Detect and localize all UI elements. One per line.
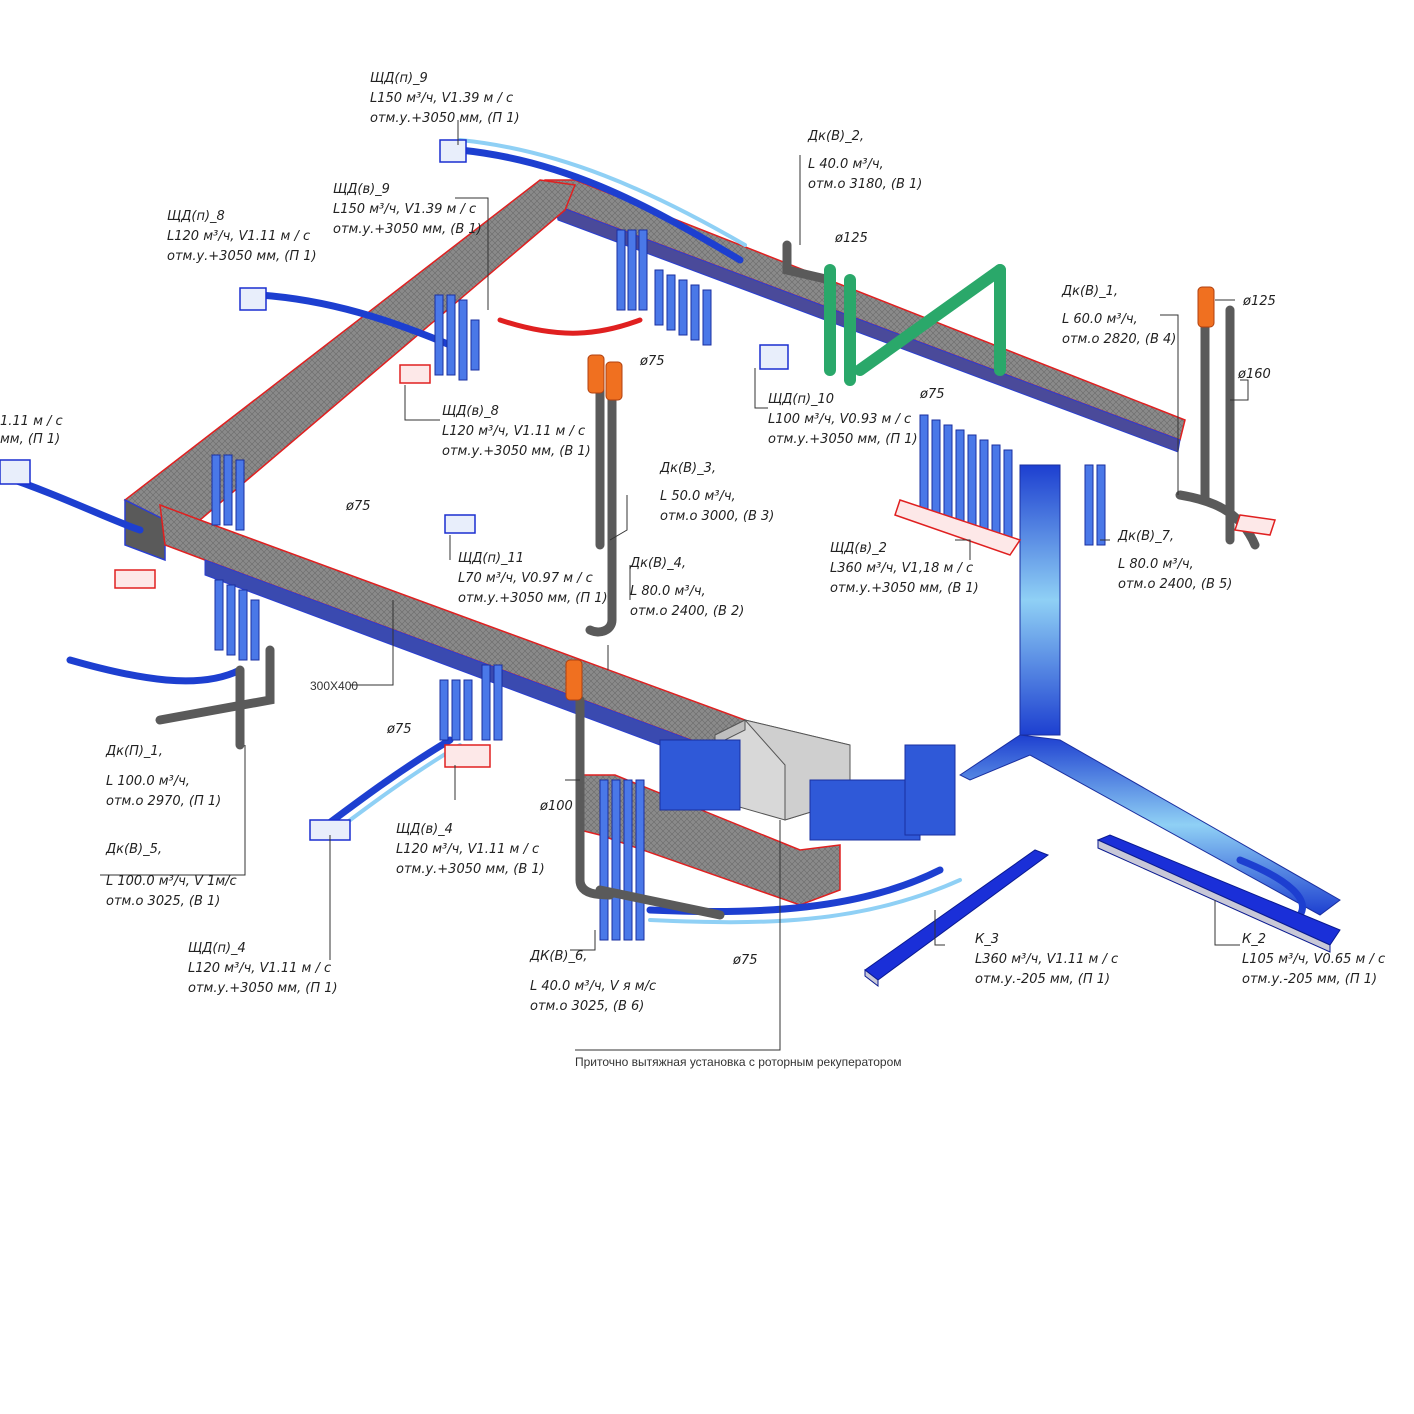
drop-clusters xyxy=(211,229,1106,941)
label-dk-v-1: Дк(В)_1,L 60.0 м³/ч,отм.о 2820, (В 4) xyxy=(1061,284,1176,347)
riser-right xyxy=(959,464,1341,916)
exhaust-fans xyxy=(565,286,1215,701)
label-dk-v-7: Дк(В)_7,L 80.0 м³/ч,отм.о 2400, (В 5) xyxy=(1117,529,1232,592)
dim-duct-size: 300X400 xyxy=(310,679,358,693)
air-handling-unit xyxy=(659,719,956,841)
label-dk-v-3: Дк(В)_3,L 50.0 м³/ч,отм.о 3000, (В 3) xyxy=(659,461,774,524)
dim-d125-a: ø125 xyxy=(834,231,868,246)
dim-d75-a: ø75 xyxy=(639,354,665,369)
duct-segment-top-right xyxy=(539,179,1186,441)
label-dk-v-4: Дк(В)_4,L 80.0 м³/ч,отм.о 2400, (В 2) xyxy=(629,556,744,619)
main-duct-network xyxy=(123,179,1186,906)
dim-d125-b: ø125 xyxy=(1242,294,1276,309)
dim-d160: ø160 xyxy=(1237,367,1271,382)
dim-d100: ø100 xyxy=(539,799,573,814)
exhaust-round-ducts xyxy=(155,240,1260,920)
duct-segment-left-side xyxy=(124,498,166,562)
floor-grilles xyxy=(864,834,1341,988)
unit-caption: Приточно вытяжная установка с роторным р… xyxy=(575,1055,902,1069)
diffusers xyxy=(0,139,1276,841)
dim-d75-d: ø75 xyxy=(386,722,412,737)
recirc-green-duct xyxy=(824,264,1006,386)
label-dk-v-2: Дк(В)_2,L 40.0 м³/ч,отм.о 3180, (В 1) xyxy=(807,129,922,192)
dim-d75-c: ø75 xyxy=(345,499,371,514)
dim-d75-e: ø75 xyxy=(732,953,758,968)
dim-d75-b: ø75 xyxy=(919,387,945,402)
label-dk-p-1: Дк(П)_1,L 100.0 м³/ч,отм.о 2970, (П 1) xyxy=(105,744,221,809)
leader-lines xyxy=(100,120,1249,1051)
